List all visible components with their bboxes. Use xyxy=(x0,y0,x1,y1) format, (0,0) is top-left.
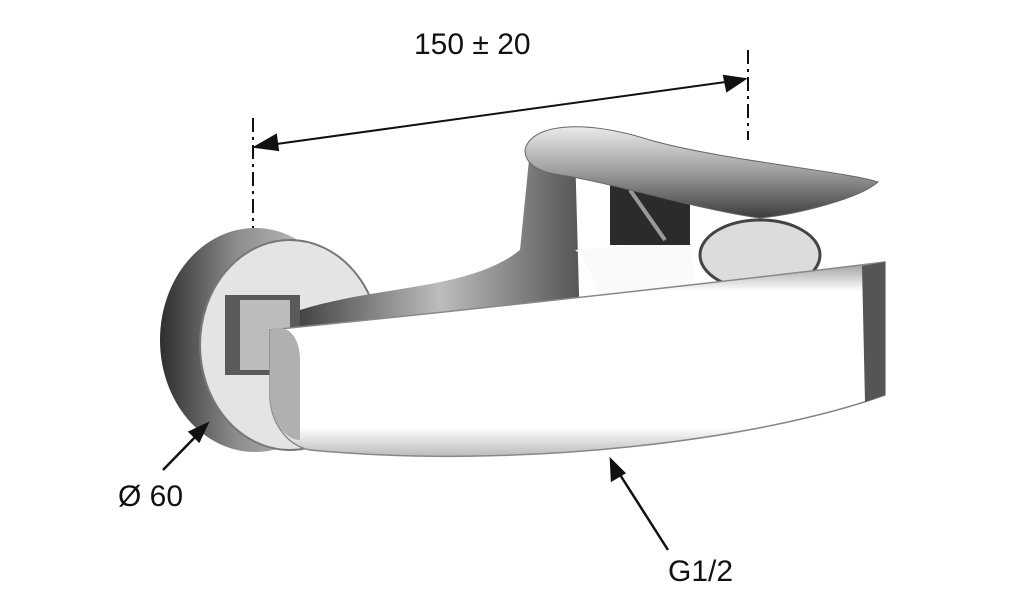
diameter-label: Ø 60 xyxy=(118,480,184,513)
thread-size-label: G1/2 xyxy=(668,555,734,588)
mixer-body xyxy=(269,261,886,458)
diameter-leader xyxy=(162,421,210,471)
thread-leader xyxy=(609,456,670,551)
lever-handle xyxy=(524,126,879,292)
width-dimension-label: 150 ± 20 xyxy=(414,28,531,61)
width-dimension xyxy=(251,50,749,228)
